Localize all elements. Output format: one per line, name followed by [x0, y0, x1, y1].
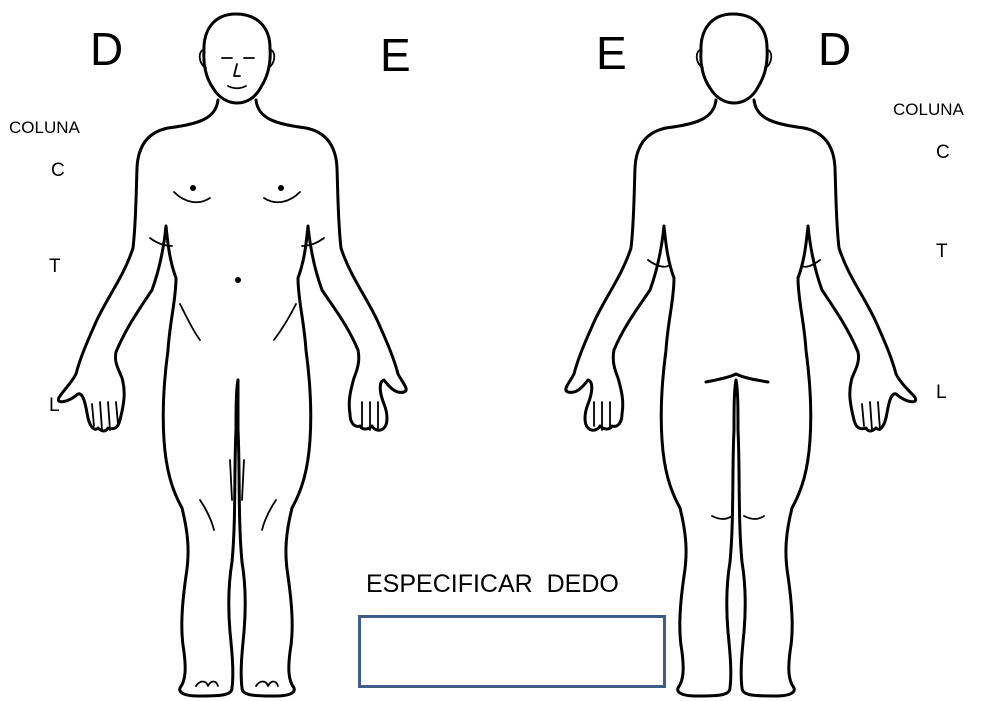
back-head [701, 14, 767, 103]
front-spine-lumbar[interactable]: L [49, 396, 60, 415]
front-feet [196, 682, 278, 687]
front-torso-left-outline [238, 100, 406, 696]
back-right-side-marker: D [818, 26, 851, 72]
front-right-hand-fingers [92, 402, 118, 430]
front-spine-heading: COLUNA [9, 119, 80, 136]
front-spine-cervical[interactable]: C [51, 161, 65, 180]
front-right-side-marker: D [90, 26, 123, 72]
front-right-nipple [190, 185, 196, 191]
front-torso-right-outline [58, 100, 238, 696]
back-torso-right-outline [736, 100, 916, 696]
back-left-hand-fingers [594, 402, 610, 430]
finger-field-label: ESPECIFICAR DEDO [366, 572, 619, 597]
back-spine-lumbar[interactable]: L [936, 383, 947, 402]
back-knee-lines [712, 516, 764, 519]
front-head [204, 14, 270, 103]
front-spine-thoracic[interactable]: T [49, 257, 61, 276]
front-chest-lines [150, 192, 324, 340]
front-navel [235, 277, 241, 283]
back-right-hand-fingers [862, 402, 880, 430]
back-torso-left-outline [566, 100, 736, 696]
back-spine-thoracic[interactable]: T [936, 242, 948, 261]
back-spine-cervical[interactable]: C [936, 143, 950, 162]
back-spine-heading: COLUNA [893, 101, 964, 118]
front-left-nipple [278, 185, 284, 191]
back-ears [697, 50, 772, 68]
front-body-figure[interactable] [58, 14, 406, 696]
back-left-side-marker: E [596, 30, 627, 76]
finger-input-box[interactable] [358, 615, 666, 688]
back-arm-lines [648, 260, 820, 267]
front-left-side-marker: E [380, 32, 411, 78]
front-face [222, 58, 254, 88]
front-left-hand-fingers [362, 402, 378, 430]
